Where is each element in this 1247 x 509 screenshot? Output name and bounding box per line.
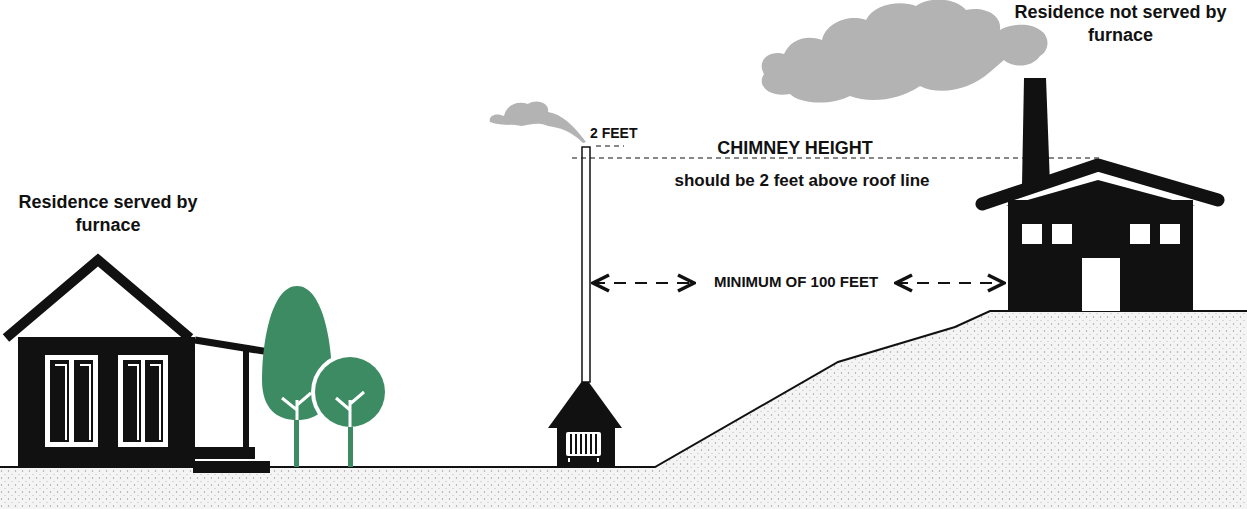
dimension-label: 2 FEET bbox=[590, 125, 670, 143]
house-label: Residence served by furnace bbox=[2, 191, 214, 236]
dimension-lines bbox=[572, 146, 1100, 283]
residence-served bbox=[6, 260, 288, 473]
trees bbox=[262, 286, 389, 467]
heading-label: CHIMNEY HEIGHT bbox=[680, 137, 910, 160]
house-label: Residence not served by furnace bbox=[998, 1, 1243, 46]
note-label: should be 2 feet above roof line bbox=[652, 170, 952, 191]
outdoor-furnace bbox=[490, 102, 622, 467]
dimension-label: MINIMUM OF 100 FEET bbox=[700, 273, 892, 292]
